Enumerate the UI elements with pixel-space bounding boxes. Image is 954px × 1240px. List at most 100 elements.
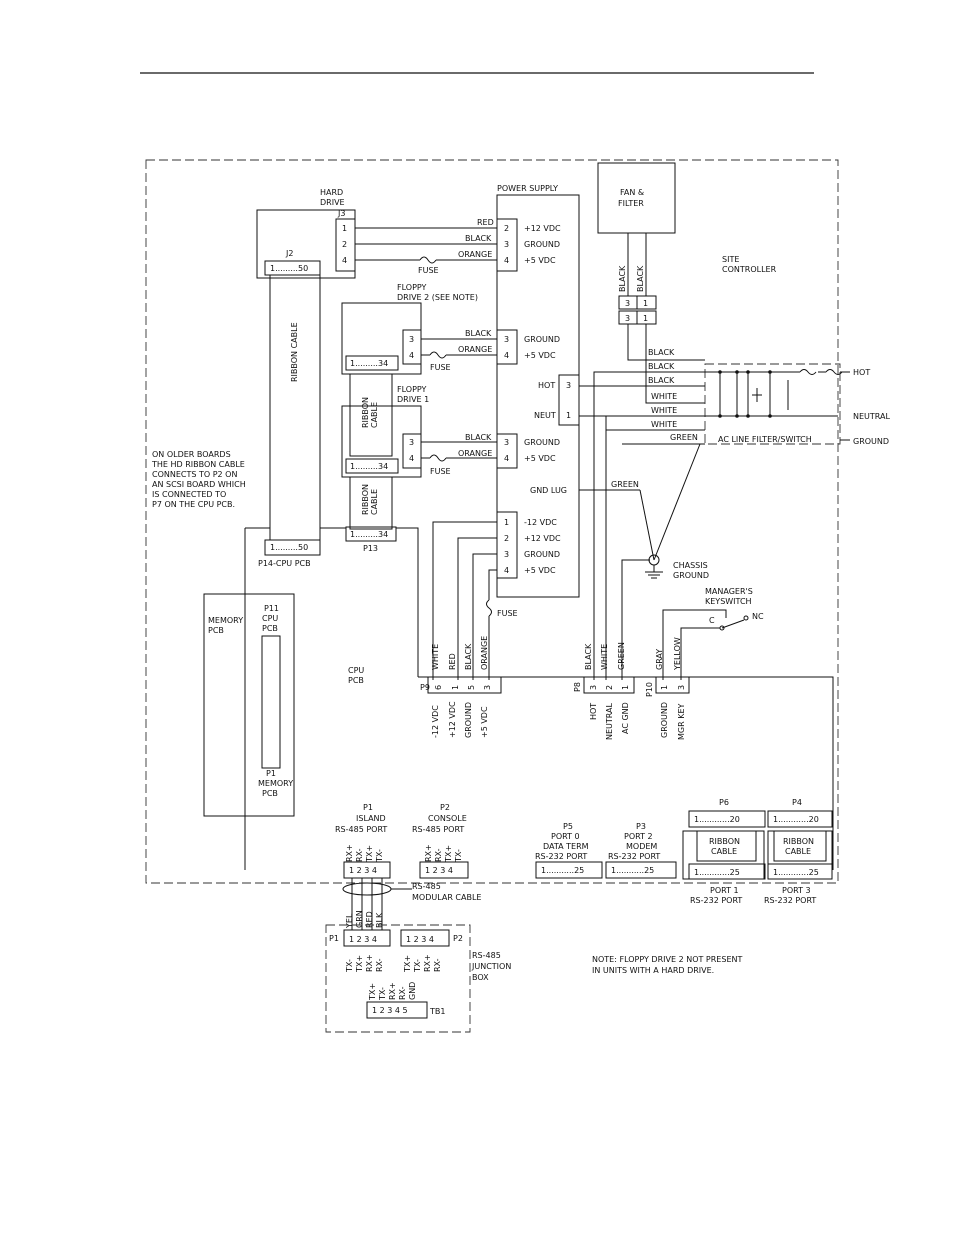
svg-text:JUNCTION: JUNCTION [471, 962, 511, 971]
rs485-junction-box: P1 1 2 3 4 1 2 3 4 P2 TX- TX+ RX+ RX- TX… [325, 924, 511, 1033]
svg-text:1: 1 [342, 224, 347, 233]
svg-text:BLK: BLK [375, 912, 384, 928]
svg-text:FLOPPY: FLOPPY [397, 283, 427, 292]
svg-text:4: 4 [409, 454, 414, 463]
svg-text:FUSE: FUSE [430, 363, 451, 372]
site-controller-label: SITE [722, 255, 739, 264]
svg-text:WHITE: WHITE [431, 644, 440, 670]
svg-text:GREEN: GREEN [617, 642, 626, 670]
svg-text:BLACK: BLACK [465, 329, 492, 338]
svg-text:HOT: HOT [589, 703, 598, 720]
connector-p1-island: P1 ISLAND RS-485 PORT RX+ RX- TX+ TX- 1 … [335, 803, 391, 879]
svg-text:RS-485 PORT: RS-485 PORT [335, 825, 387, 834]
svg-text:P1: P1 [329, 934, 339, 943]
svg-text:3: 3 [409, 438, 414, 447]
svg-text:MGR KEY: MGR KEY [677, 703, 686, 740]
svg-text:GROUND: GROUND [524, 240, 560, 249]
ac-line-filter-switch: AC LINE FILTER/SWITCH BLACK BLACK BLACK … [579, 348, 890, 680]
svg-text:WHITE: WHITE [651, 406, 677, 415]
svg-text:+5 VDC: +5 VDC [524, 351, 556, 360]
svg-text:1.........34: 1.........34 [350, 462, 388, 471]
svg-text:GREEN: GREEN [611, 480, 639, 489]
site-controller-label-2: CONTROLLER [722, 265, 777, 274]
svg-text:2: 2 [342, 240, 347, 249]
svg-text:HOT: HOT [538, 381, 555, 390]
fan-filter: FAN & FILTER BLACK BLACK 3 1 3 1 [597, 162, 705, 404]
floppy-note: NOTE: FLOPPY DRIVE 2 NOT PRESENT IN UNIT… [592, 955, 742, 975]
connector-p2-console: P2 CONSOLE RS-485 PORT RX+ RX- TX+ TX- 1… [412, 803, 469, 879]
svg-text:AC GND: AC GND [621, 702, 630, 734]
svg-text:RIBBON: RIBBON [361, 484, 370, 515]
svg-text:1.........34: 1.........34 [350, 359, 388, 368]
svg-text:PCB: PCB [208, 626, 224, 635]
connector-p8: P8 BLACK WHITE GREEN 3 2 1 HOT NEUTRAL A… [573, 642, 635, 740]
svg-text:P11: P11 [264, 604, 279, 613]
svg-text:+12 VDC: +12 VDC [524, 534, 561, 543]
svg-text:IS CONNECTED TO: IS CONNECTED TO [152, 490, 226, 499]
svg-text:4: 4 [504, 566, 509, 575]
svg-text:GROUND: GROUND [853, 437, 889, 446]
svg-text:P6: P6 [719, 798, 729, 807]
svg-text:-12 VDC: -12 VDC [431, 705, 440, 738]
svg-text:RX+: RX+ [423, 954, 432, 972]
svg-text:J3: J3 [337, 209, 345, 218]
svg-text:RX-: RX- [433, 958, 442, 972]
svg-text:BLACK: BLACK [618, 265, 627, 292]
svg-text:RIBBON: RIBBON [709, 837, 740, 846]
svg-text:3: 3 [504, 240, 509, 249]
svg-text:ORANGE: ORANGE [480, 636, 489, 670]
svg-text:PCB: PCB [262, 624, 278, 633]
svg-text:3: 3 [677, 685, 686, 690]
svg-text:PORT 3: PORT 3 [782, 886, 811, 895]
svg-text:TX-: TX- [345, 959, 354, 973]
svg-text:CABLE: CABLE [370, 402, 379, 428]
svg-text:FUSE: FUSE [430, 467, 451, 476]
svg-text:CONNECTS TO P2 ON: CONNECTS TO P2 ON [152, 470, 237, 479]
svg-text:RX-: RX- [434, 848, 443, 862]
svg-text:RX+: RX+ [365, 954, 374, 972]
svg-text:NEUTRAL: NEUTRAL [605, 703, 614, 740]
svg-text:2: 2 [504, 534, 509, 543]
svg-text:+5 VDC: +5 VDC [524, 566, 556, 575]
ribbon-cables: RIBBON CABLE RIBBON CABLE RIBBON CABLE 1… [258, 274, 397, 568]
svg-text:4: 4 [504, 454, 509, 463]
svg-text:3: 3 [483, 685, 492, 690]
managers-keyswitch: MANAGER'S KEYSWITCH C NC [662, 587, 764, 680]
svg-text:TX-: TX- [378, 987, 387, 1001]
svg-text:MODEM: MODEM [626, 842, 657, 851]
svg-text:RED: RED [448, 653, 457, 670]
svg-text:CPU: CPU [262, 614, 278, 623]
svg-text:THE HD RIBBON CABLE: THE HD RIBBON CABLE [151, 460, 245, 469]
svg-text:P1: P1 [266, 769, 276, 778]
svg-text:GROUND: GROUND [673, 571, 709, 580]
svg-text:-12 VDC: -12 VDC [524, 518, 557, 527]
svg-text:1: 1 [504, 518, 509, 527]
chassis-ground: GREEN CHASSIS GROUND [579, 443, 709, 680]
svg-text:RS-232 PORT: RS-232 PORT [764, 896, 816, 905]
connector-p5: P5 PORT 0 DATA TERM RS-232 PORT 1.......… [535, 822, 603, 879]
svg-text:BLACK: BLACK [465, 234, 492, 243]
svg-text:BOX: BOX [472, 973, 489, 982]
svg-text:WHITE: WHITE [651, 392, 677, 401]
svg-text:PORT 1: PORT 1 [710, 886, 739, 895]
svg-text:PCB: PCB [348, 676, 364, 685]
svg-text:RX+: RX+ [388, 982, 397, 1000]
svg-text:P14-CPU PCB: P14-CPU PCB [258, 559, 311, 568]
svg-text:+12 VDC: +12 VDC [448, 701, 457, 738]
svg-text:1.........34: 1.........34 [350, 530, 388, 539]
svg-text:+5 VDC: +5 VDC [480, 706, 489, 738]
svg-text:4: 4 [342, 256, 347, 265]
svg-text:YELLOW: YELLOW [673, 637, 682, 671]
svg-text:RX-: RX- [355, 848, 364, 862]
svg-text:AN SCSI BOARD WHICH: AN SCSI BOARD WHICH [152, 480, 246, 489]
svg-text:RED: RED [365, 911, 374, 928]
svg-text:RS-485: RS-485 [412, 882, 441, 891]
svg-text:P1: P1 [363, 803, 373, 812]
svg-text:GROUND: GROUND [524, 438, 560, 447]
svg-text:FUSE: FUSE [497, 609, 518, 618]
floppy-drive-2: FLOPPY DRIVE 2 (SEE NOTE) 3 4 1.........… [341, 283, 497, 375]
connector-p6: P6 1............20 RIBBON CABLE 1.......… [682, 798, 766, 905]
older-boards-note: ON OLDER BOARDS THE HD RIBBON CABLE CONN… [151, 450, 246, 509]
